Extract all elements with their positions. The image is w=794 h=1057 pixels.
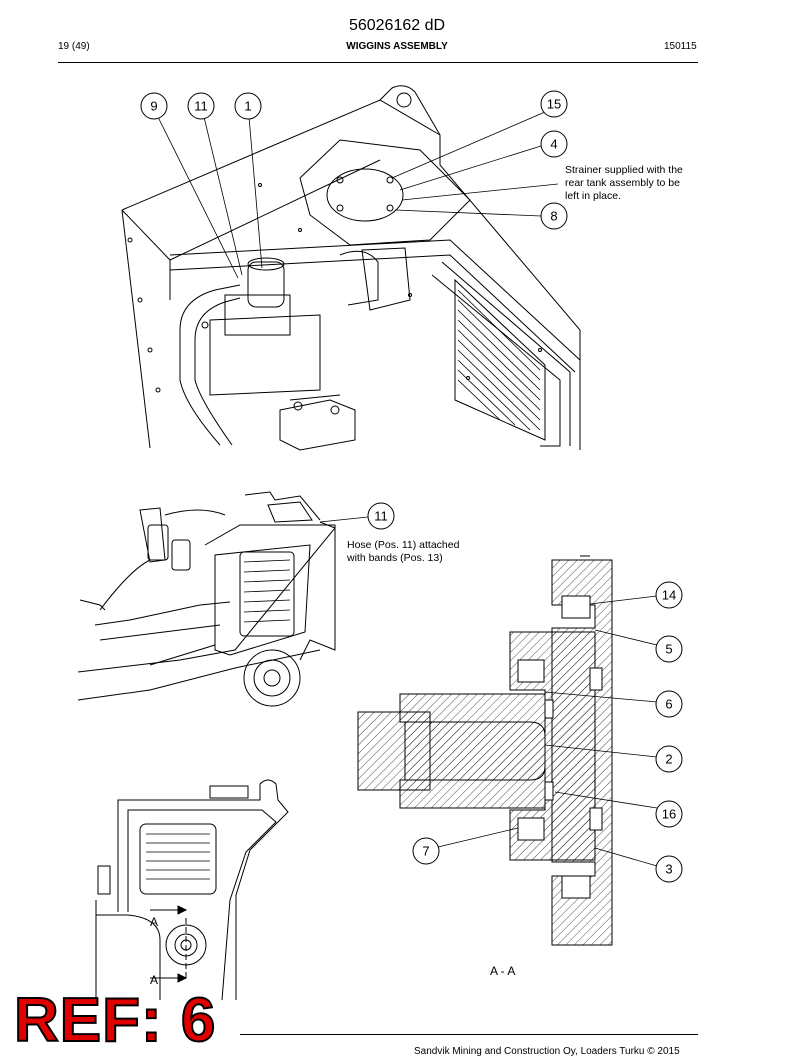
section-a-a-view <box>357 555 613 946</box>
callout-11-middle <box>367 502 395 530</box>
document-date: 150115 <box>664 41 697 52</box>
callout-11-top-label: 11 <box>194 99 208 114</box>
callouts <box>140 90 683 883</box>
hose-routing-view <box>77 491 336 707</box>
callout-7-label: 7 <box>422 844 429 859</box>
hose-note: Hose (Pos. 11) attached with bands (Pos.… <box>347 539 460 564</box>
ref-watermark: REF: 6 <box>13 985 217 1056</box>
callout-8-label: 8 <box>550 209 557 224</box>
strainer-note: Strainer supplied with the rear tank ass… <box>565 164 683 202</box>
callout-16-label: 16 <box>662 807 676 822</box>
leader-lines-top <box>157 111 559 279</box>
callout-15 <box>540 90 568 118</box>
callout-9 <box>140 92 168 120</box>
callout-3 <box>655 855 683 883</box>
callout-14-label: 14 <box>662 588 676 603</box>
callout-9-label: 9 <box>150 99 157 114</box>
section-label: A - A <box>490 964 516 978</box>
callout-1-label: 1 <box>244 99 251 114</box>
callout-16 <box>655 800 683 828</box>
callout-11-top <box>187 92 215 120</box>
section-marker-top: A <box>150 915 159 929</box>
section-marker-bottom: A <box>150 973 159 987</box>
callout-7 <box>412 837 440 865</box>
document-title: WIGGINS ASSEMBLY <box>346 41 448 52</box>
header-rule <box>58 62 698 63</box>
callout-4 <box>540 130 568 158</box>
page-number: 19 (49) <box>58 41 90 52</box>
footer-rule <box>240 1034 698 1035</box>
section-reference-view <box>95 779 289 1001</box>
callout-3-label: 3 <box>665 862 672 877</box>
document-number: 56026162 dD <box>348 17 446 34</box>
callout-1 <box>234 92 262 120</box>
leader-lines-section <box>437 595 658 867</box>
callout-6-label: 6 <box>665 697 672 712</box>
callout-5 <box>655 635 683 663</box>
callout-14 <box>655 581 683 609</box>
callout-8 <box>540 202 568 230</box>
callout-4-label: 4 <box>550 137 557 152</box>
section-arrows <box>150 905 188 983</box>
leader-11b <box>319 516 369 523</box>
footer-copyright: Sandvik Mining and Construction Oy, Load… <box>414 1046 680 1057</box>
callout-11-middle-label: 11 <box>374 509 388 524</box>
callout-2-label: 2 <box>665 752 672 767</box>
callout-5-label: 5 <box>665 642 672 657</box>
callout-6 <box>655 690 683 718</box>
callout-2 <box>655 745 683 773</box>
callout-15-label: 15 <box>547 97 561 112</box>
tank-assembly-view <box>121 85 581 451</box>
